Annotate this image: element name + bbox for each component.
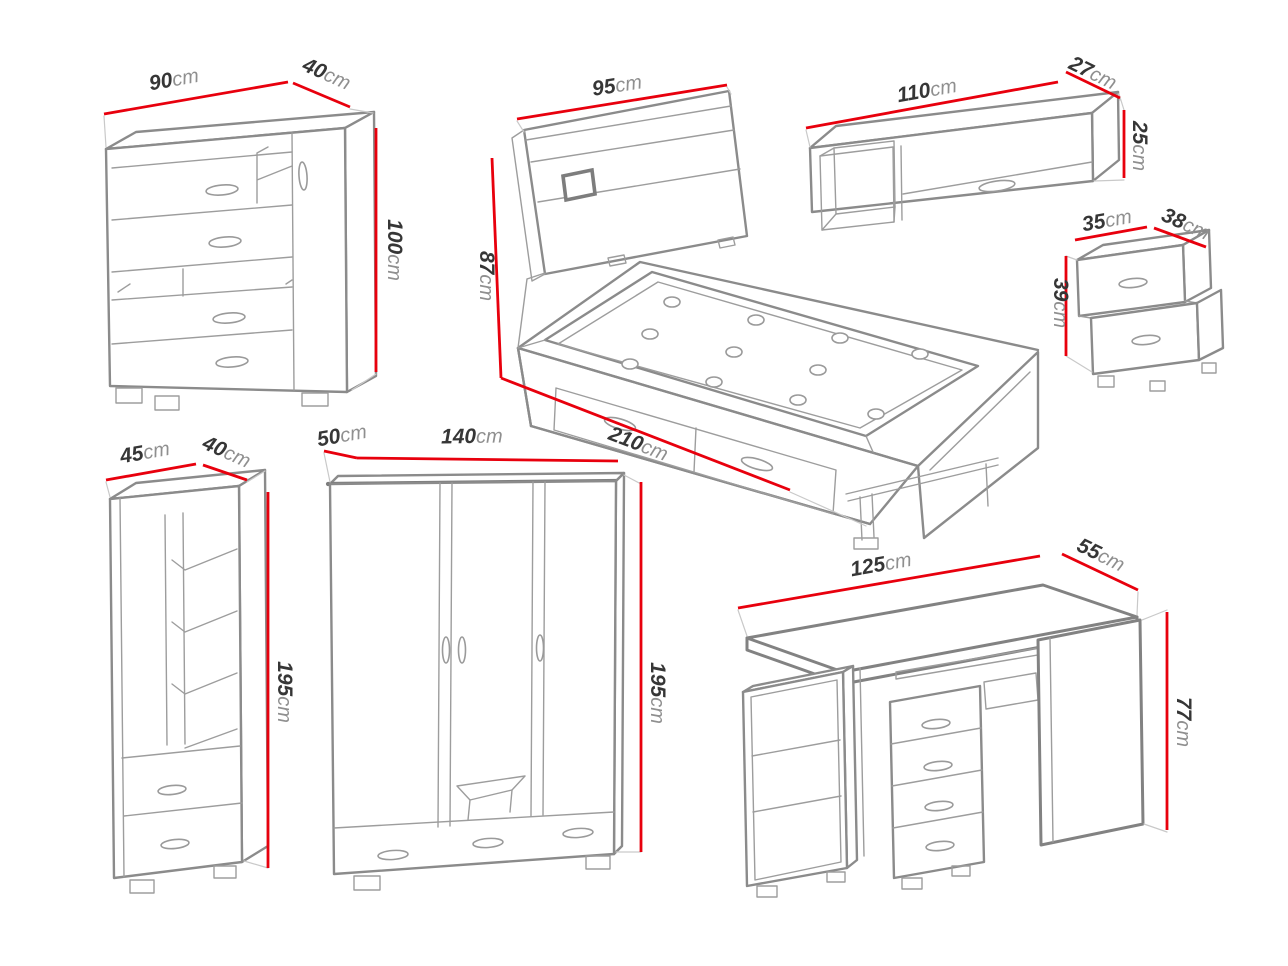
bookcase-feet bbox=[129, 865, 237, 894]
bookcase-shelves bbox=[121, 512, 241, 759]
desk-dimension-lines bbox=[737, 552, 1169, 833]
wall-shelf-flap-door bbox=[902, 161, 1093, 195]
desk-depth-dim-label: 55cm bbox=[1073, 534, 1128, 577]
wardrobe-dimension-lines bbox=[323, 449, 643, 853]
wardrobe-drawing: 50cm 140cm 195cm bbox=[315, 420, 669, 891]
nightstand-dimension-lines bbox=[1064, 225, 1207, 373]
nightstand-width-dim-label: 35cm bbox=[1080, 205, 1133, 236]
wall-shelf-dimension-lines bbox=[805, 70, 1126, 182]
wall-shelf-drawing: 110cm 27cm 25cm bbox=[805, 51, 1151, 231]
wardrobe-feet bbox=[353, 855, 611, 891]
bookcase-dimension-lines bbox=[105, 462, 270, 869]
nightstand-feet bbox=[1097, 362, 1217, 392]
bed-width-dim-label: 95cm bbox=[590, 70, 643, 101]
wardrobe-depth-dim-label: 50cm bbox=[315, 420, 368, 451]
mattress-buttons bbox=[621, 296, 929, 420]
bookcase-width-dim-label: 45cm bbox=[117, 437, 171, 469]
bookcase-drawing: 45cm 40cm 195cm bbox=[105, 431, 296, 894]
wardrobe-open-middle bbox=[456, 775, 526, 821]
bed-dimension-lines bbox=[490, 83, 867, 527]
bed-height-dim-label: 87cm bbox=[475, 251, 498, 301]
chest-dimension-lines bbox=[103, 80, 378, 391]
desk-width-dim-label: 125cm bbox=[848, 548, 913, 581]
chest-of-drawers-drawing: 90cm 40cm 100cm bbox=[103, 53, 406, 411]
chest-drawer-handles bbox=[205, 161, 308, 368]
bed-headboard bbox=[511, 89, 749, 282]
desk-drawer-unit bbox=[888, 684, 986, 880]
nightstand-height-dim-label: 39cm bbox=[1049, 278, 1072, 328]
bed-footboard bbox=[845, 350, 1040, 550]
desk-drawing: 125cm 55cm 77cm bbox=[737, 534, 1195, 898]
wardrobe-height-dim-label: 195cm bbox=[646, 662, 669, 724]
desk-height-dim-label: 77cm bbox=[1172, 697, 1195, 747]
chest-feet bbox=[115, 387, 329, 411]
desk-left-cabinet bbox=[741, 664, 865, 888]
wall-shelf-depth-dim-label: 27cm bbox=[1064, 51, 1120, 94]
wall-shelf-width-dim-label: 110cm bbox=[895, 74, 958, 107]
wall-shelf-height-dim-label: 25cm bbox=[1128, 120, 1151, 171]
desk-side-panel bbox=[1036, 618, 1145, 847]
bookcase-drawers bbox=[123, 784, 243, 850]
bookcase-height-dim-label: 195cm bbox=[273, 661, 296, 723]
desk-feet bbox=[756, 865, 971, 898]
wardrobe-width-dim-label: 140cm bbox=[441, 424, 503, 448]
bed-drawing: 95cm 87cm 210cm bbox=[475, 70, 1040, 550]
wardrobe-doors bbox=[437, 481, 546, 828]
chest-width-dim-label: 90cm bbox=[147, 64, 200, 95]
wardrobe-drawers bbox=[333, 811, 615, 861]
chest-height-dim-label: 100cm bbox=[383, 219, 406, 281]
nightstand-drawing: 35cm 38cm 39cm bbox=[1049, 203, 1225, 392]
wall-shelf-open-cube bbox=[819, 140, 903, 231]
